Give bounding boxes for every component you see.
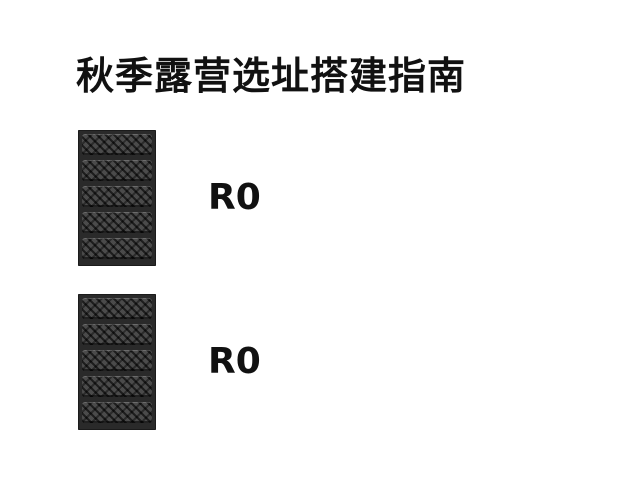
dark-patterned-tile-image	[78, 130, 156, 266]
page-title: 秋季露营选址搭建指南	[76, 54, 467, 98]
item-label: R0	[208, 177, 261, 218]
item-block-2: R0	[78, 294, 318, 430]
tile-band	[82, 376, 152, 397]
item-block-1: R0	[78, 130, 318, 266]
tile-band	[82, 402, 152, 423]
tile-band	[82, 238, 152, 259]
dark-patterned-tile-image	[78, 294, 156, 430]
item-label: R0	[208, 341, 261, 382]
tile-band	[82, 212, 152, 233]
tile-band	[82, 186, 152, 207]
tile-band	[82, 160, 152, 181]
tile-band	[82, 324, 152, 345]
tile-band	[82, 298, 152, 319]
tile-band	[82, 134, 152, 155]
tile-band	[82, 350, 152, 371]
